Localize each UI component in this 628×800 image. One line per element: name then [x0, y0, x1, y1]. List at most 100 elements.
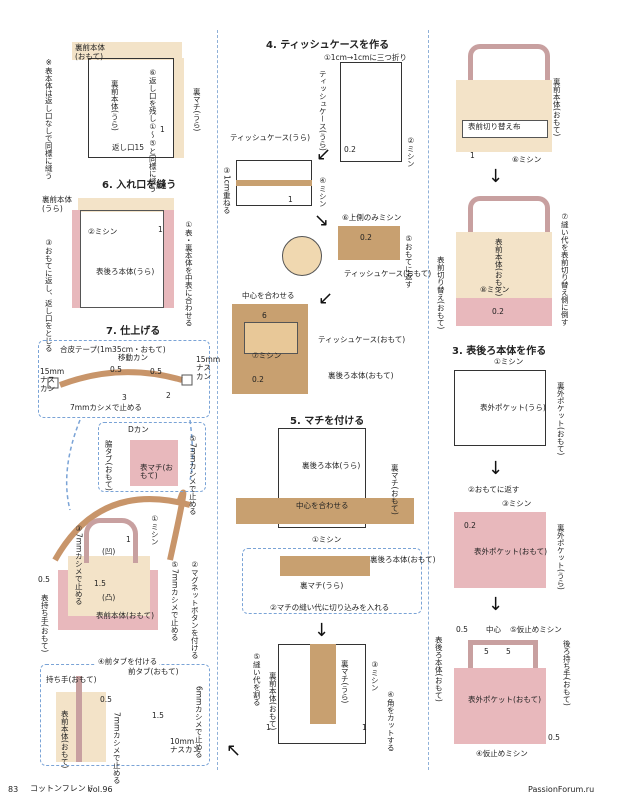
bag-n15: 1.5 — [94, 579, 106, 588]
arrow-tissue-2: ↘ — [314, 210, 330, 231]
rm-sew8: ⑧ミシン — [480, 285, 510, 294]
step6-sew: ②ミシン — [88, 227, 118, 236]
front-tab-step: ④前タブを付ける — [96, 657, 160, 667]
tissue-label-3: ティッシュケース(おもて) — [344, 269, 432, 278]
label-opening: 返し口15 — [112, 143, 145, 152]
tissue-label-2: ティッシュケース(うら) — [230, 133, 311, 142]
tissue-n02b: 0.2 — [360, 233, 372, 242]
strap-snap-left: 15mmナスカン — [40, 367, 65, 393]
tissue-on-body — [244, 322, 298, 354]
tissue-sheet-1 — [340, 62, 402, 162]
step6-body-label: 表後ろ本体(うら) — [96, 267, 155, 276]
step6-body — [80, 210, 164, 308]
gusset-n1: 1 — [266, 723, 271, 732]
dkan-rivet: ⑤7mmカシメで止める — [188, 434, 198, 515]
rm-body — [456, 232, 552, 298]
rt-body — [456, 80, 552, 152]
s3-pocket — [454, 370, 546, 446]
gusset-back-body: 裏後ろ本体(うら) — [302, 461, 361, 470]
column-separator-left — [217, 30, 218, 770]
s3-pocket3: 表外ポケット(おもて) — [468, 695, 542, 704]
s3-pocket2 — [454, 512, 546, 588]
strap-tape: 合皮テープ(1m35cm・おもて) — [60, 345, 166, 354]
tissue-label-4: ティッシュケース(おもて) — [318, 335, 406, 344]
step6-title: 6. 入れ口を縫う — [102, 180, 177, 191]
label-lining-body: 裏前本体(うら) — [110, 80, 120, 131]
s3-n5b: 5 — [506, 647, 511, 656]
rm-handle — [468, 196, 550, 241]
rt-n1: 1 — [470, 151, 475, 160]
front-tab-snap10: 10mmナスカン — [170, 737, 200, 755]
arrow-gusset: ↓ — [314, 620, 330, 641]
tissue-overlap: ③1cm重ねる — [222, 166, 232, 214]
step6-label-back-sub: (うら) — [42, 204, 63, 213]
step3-title: 3. 表後ろ本体を作る — [452, 346, 547, 357]
rt-handle — [468, 44, 550, 89]
tissue-n1: 1 — [288, 195, 293, 204]
arrow-tissue-1: ↙ — [316, 144, 332, 165]
s3-sew1: ①ミシン — [494, 357, 524, 366]
gusset-label3: 裏マチ(うら) — [340, 660, 350, 704]
gusset-center: 中心を合わせる — [296, 501, 349, 510]
s3-n05: 0.5 — [456, 625, 468, 634]
arrow-right-1: ↓ — [488, 166, 504, 187]
s3-n5a: 5 — [484, 647, 489, 656]
bag-body-top — [68, 556, 150, 616]
gusset-label: 裏マチ(おもて) — [390, 464, 400, 515]
step6-label-back: 裏前本体 — [42, 195, 72, 204]
footer-magazine: コットンフレンド — [30, 784, 94, 793]
tissue-turn: ⑤おもてに返す — [404, 234, 414, 288]
s3-tack: ⑤仮止めミシン — [510, 625, 562, 634]
tissue-n6: 6 — [262, 311, 267, 320]
s3-sew3: ③ミシン — [502, 499, 532, 508]
tissue-top-sew: ⑥上側のみミシン — [342, 213, 402, 222]
tissue-sew4: ④ミシン — [318, 176, 328, 208]
s3-pocket-label: 表外ポケット(うら) — [480, 403, 546, 412]
label-gusset: 裏マチ(うら) — [192, 88, 202, 132]
rm-n02: 0.2 — [492, 307, 504, 316]
gusset-sew5: ⑤縫い代を割る — [252, 652, 262, 706]
s3-turn: ②おもてに返す — [468, 485, 520, 494]
gusset-back-body2: 裏後ろ本体(おもて) — [370, 555, 436, 564]
s3-handle-label: 後ろ持ち手(おもて) — [562, 640, 572, 706]
front-tab-n05: 0.5 — [100, 695, 112, 704]
tissue-band-2 — [236, 180, 312, 186]
rt-sew6: ⑥ミシン — [512, 155, 542, 164]
strap-snap-right: 15mmナスカン — [196, 355, 221, 381]
step7-title: 7. 仕上げる — [106, 326, 161, 337]
front-tab-handle: 持ち手(おもて) — [46, 675, 97, 684]
tissue-n02: 0.2 — [344, 145, 356, 154]
step4-title: 4. ティッシュケースを作る — [266, 40, 390, 51]
tissue-sew2: ②ミシン — [406, 136, 416, 168]
gusset-label2: 裏マチ(うら) — [300, 581, 344, 590]
dkan-box — [98, 422, 206, 492]
gusset-final-strip — [310, 644, 336, 724]
gusset-sew3: ③ミシン — [370, 660, 380, 692]
front-tab-rivet4: 6mmカシメで止める — [194, 686, 204, 758]
dkan-label: Dカン — [128, 425, 149, 434]
gusset-strip — [236, 498, 414, 524]
step6-top-band — [78, 198, 174, 212]
bag-rivet3: ⑤7mmカシメで止める — [170, 560, 180, 641]
gusset-back-front: 裏前本体(おもて) — [268, 672, 278, 731]
gusset-corner: ④角をカットする — [386, 690, 396, 752]
lining-back-panel — [72, 42, 182, 60]
arrow-diagonal-left: ↖ — [226, 740, 242, 761]
front-tab-n15: 1.5 — [152, 711, 164, 720]
strap-n3: 3 — [122, 393, 127, 402]
strap-ring: 移動カン — [118, 353, 148, 362]
tissue-center: 中心を合わせる — [242, 291, 295, 300]
front-tab-rivet5: 7mmカシメで止める — [112, 712, 122, 784]
tissue-folded — [338, 226, 400, 260]
tissue-detail-circle — [282, 236, 322, 276]
bag-handle-label: 表持ち手(おもて) — [40, 594, 50, 653]
s3-pocket2-label: 表外ポケット(おもて) — [474, 547, 548, 556]
footer-watermark: PassionForum.ru — [528, 785, 595, 794]
rm-switch-label: 表前切り替え(おもて) — [436, 256, 446, 330]
bag-front-body: 表前本体(おもて) — [96, 611, 155, 620]
step6-right-strip — [164, 210, 174, 308]
bag-handle — [84, 518, 138, 563]
step5-title: 5. マチを付ける — [290, 416, 365, 427]
dkan-front: 表マチ(おもて) — [140, 463, 173, 481]
arrow-tissue-3: ↙ — [318, 288, 334, 309]
